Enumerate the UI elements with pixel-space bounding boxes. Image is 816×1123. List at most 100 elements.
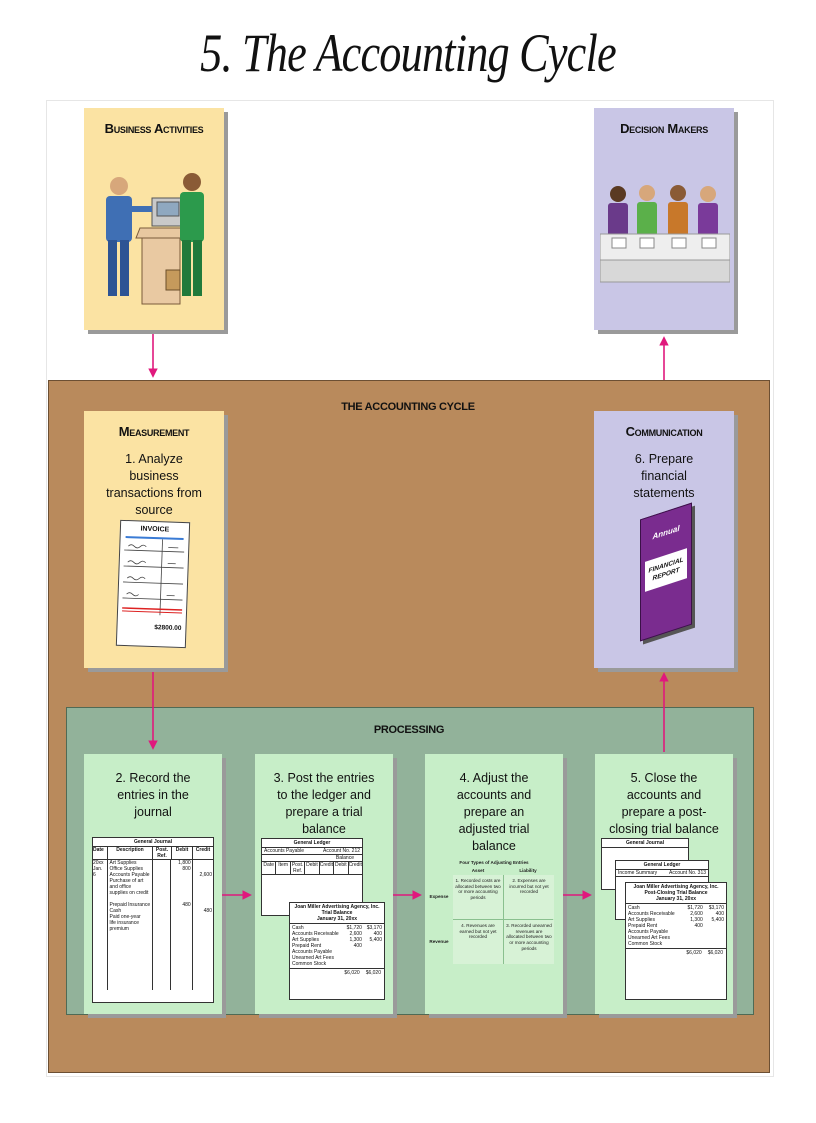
tb-account: Common Stock [292,961,327,967]
tb-account: Accounts Receivable [292,931,339,937]
tb-total-debit: $6,020 [344,970,360,976]
accounting-cycle-label: THE ACCOUNTING CYCLE [341,401,475,413]
closing-account: Accounts Payable [628,929,669,935]
adjust-cell-3: 3. Recorded unearned revenues are alloca… [504,920,554,965]
closing-account: Common Stock [628,941,663,947]
adjust-cell-4: 4. Revenues are earned but not yet recor… [453,920,503,965]
processing-label: PROCESSING [373,724,445,736]
step-text-post: 3. Post the entries to the ledger and pr… [273,771,375,836]
closing-account: Unearned Art Fees [628,935,670,941]
journal-line: Art Supplies [109,860,137,866]
tb-credit: 5,400 [369,937,382,943]
ledger-account-no: Account No. 212 [323,848,360,854]
tb-title: Trial Balance [321,910,353,916]
communication-title: Communication [625,424,703,439]
step-text-record: 2. Record the entries in the journal [115,771,191,819]
closing-income-summary: Income Summary [618,870,658,876]
closing-credit: 5,400 [711,917,724,923]
communication-card: Communication 6. Prepare financial state… [594,411,734,668]
ledger-header: Debit [305,862,320,874]
step-text-adjust: 4. Adjust the accounts and prepare an ad… [456,771,532,853]
closing-total-credit: $6,020 [707,950,723,956]
tb-debit: 1,300 [349,937,362,943]
journal-line: Prepaid Insurance [109,902,151,908]
general-journal-document: General Journal Date Description Post. R… [92,837,214,1003]
closing-account: Art Supplies [628,917,655,923]
journal-title: General Journal [93,838,213,847]
ledger-header: Date [262,862,277,874]
ledger-header: Debit [334,862,349,874]
tb-debit: $1,720 [346,925,362,931]
step-text-close: 5. Close the accounts and prepare a post… [609,771,719,836]
closing-account: Prepaid Rent [628,923,658,929]
adjust-row-revenue: Revenue [429,938,449,944]
closing-journal-title: General Journal [602,839,688,848]
journal-debit: 1,800 [178,860,191,866]
adjust-cell-2: 2. Expenses are incurred but not yet rec… [504,875,554,920]
closing-debit: $1,720 [687,905,703,911]
closing-ledger-title: General Ledger [616,861,708,870]
closing-date: January 31, 20xx [655,896,697,902]
closing-total-debit: $6,020 [686,950,702,956]
step-card-post: 3. Post the entries to the ledger and pr… [255,754,393,1014]
diagram-frame [46,100,774,1077]
decision-makers-title: Decision Makers [620,121,708,136]
tb-debit: 400 [353,943,362,949]
journal-line: Cash [109,908,122,914]
closing-debit: 2,600 [690,911,703,917]
business-activities-title: Business Activities [104,121,204,136]
journal-line: Office Supplies [109,866,144,872]
closing-credit: 400 [715,911,724,917]
journal-header-row: Date Description Post. Ref. Debit Credit [93,847,213,860]
tb-account: Art Supplies [292,937,319,943]
closing-account-no: Account No. 313 [669,870,706,876]
adjust-row-expense: Expense [429,894,449,900]
closing-account: Accounts Receivable [628,911,675,917]
communication-step: 6. Prepare financial statements [633,452,695,500]
tb-credit: $3,170 [366,925,382,931]
tb-debit: 2,600 [349,931,362,937]
tb-account: Cash [292,925,304,931]
ledger-account: Accounts Payable [264,848,305,854]
closing-credit: $3,170 [708,905,724,911]
ledger-header: Credit [348,862,362,868]
journal-line: and office [109,884,132,890]
business-people-illustration [106,173,204,305]
ledger-header: Post. Ref. [291,862,306,874]
journal-debit: 480 [182,902,191,908]
step-card-record: 2. Record the entries in the journal Gen… [84,754,222,1014]
adjust-col-asset: Asset [471,867,485,873]
tb-account: Accounts Payable [292,949,333,955]
tb-account: Prepaid Rent [292,943,322,949]
adjusting-entries-table: Four Types of Adjusting Entries Asset Li… [425,860,563,965]
adjust-title: Four Types of Adjusting Entries [459,860,529,865]
step-card-close: 5. Close the accounts and prepare a post… [595,754,733,1014]
ledger-balance-label: Balance [262,855,362,862]
closing-account: Cash [628,905,640,911]
journal-line: supplies on credit [109,890,149,896]
invoice-lines [122,539,185,616]
ledger-title: General Ledger [262,839,362,848]
tb-date: January 31, 20xx [316,916,358,922]
tb-account: Unearned Art Fees [292,955,334,961]
closing-debit: 400 [694,923,703,929]
journal-line: Accounts Payable [109,872,150,878]
measurement-title: Measurement [118,424,190,439]
step-card-adjust: 4. Adjust the accounts and prepare an ad… [425,754,563,1014]
post-closing-trial-balance: Joan Miller Advertising Agency, Inc. Pos… [625,882,727,1000]
journal-credit: 2,600 [199,872,212,878]
closing-title: Post-Closing Trial Balance [644,890,708,896]
ledger-header: Credit [320,862,335,874]
trial-balance-document: Joan Miller Advertising Agency, Inc. Tri… [289,902,385,1000]
decision-makers-illustration [600,185,730,283]
tb-total-credit: $6,020 [365,970,381,976]
journal-line: Paid one-year [109,914,141,920]
journal-line: premium [109,926,129,932]
adjust-col-liability: Liability [519,867,537,873]
page-title: 5. The Accounting Cycle [200,23,616,83]
